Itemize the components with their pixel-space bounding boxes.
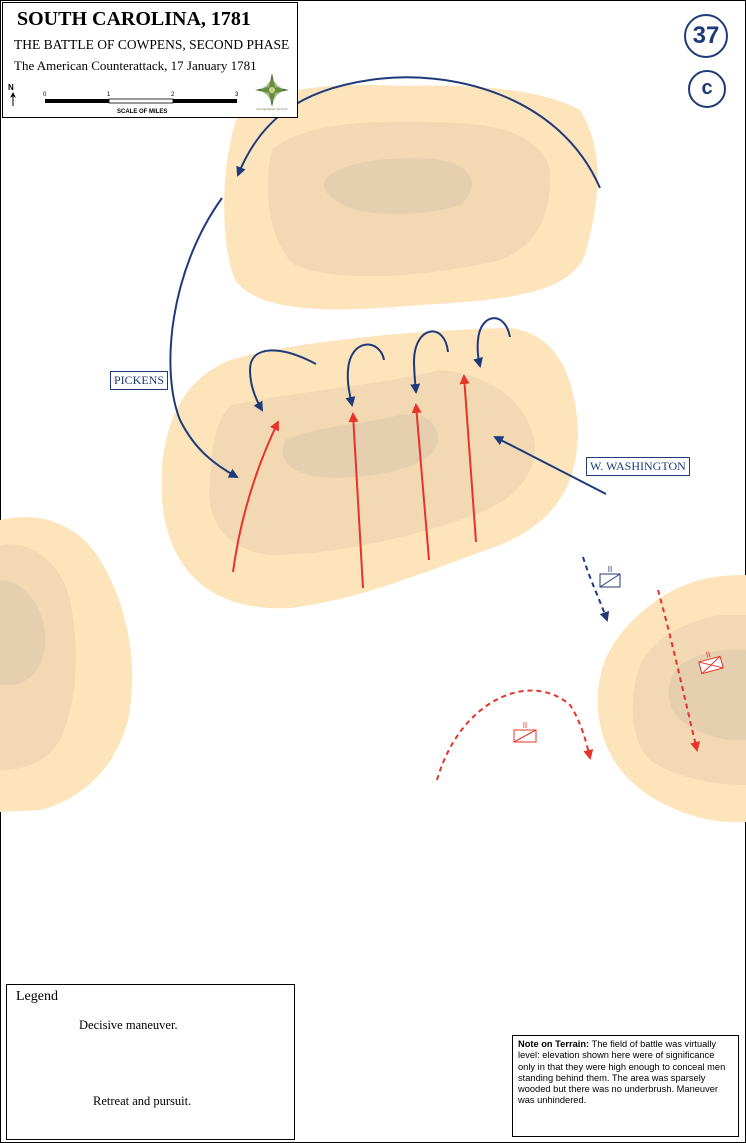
cavalry-sweep-arrow [236, 76, 601, 189]
legend-label-decisive: Decisive maneuver. [79, 1018, 178, 1032]
advance-arrow-1 [232, 420, 280, 573]
unit-symbol-blue: II [599, 565, 621, 588]
scale-tick-0: 0 [43, 92, 47, 98]
legend: Legend Decisive maneuver. Retreat and pu… [6, 984, 295, 1140]
hook-arrow-2 [345, 343, 385, 407]
north-hill [224, 84, 598, 310]
title-block: SOUTH CAROLINA, 1781 THE BATTLE OF COWPE… [2, 2, 298, 118]
advance-arrow-3 [411, 403, 430, 561]
legend-label-retreat: Retreat and pursuit. [93, 1094, 192, 1108]
map-title: SOUTH CAROLINA, 1781 [17, 8, 251, 30]
british-advance [232, 374, 477, 589]
retreat-pursuit [436, 556, 700, 781]
blue-pursuit-arrow [582, 556, 610, 622]
central-hill [161, 328, 578, 609]
west-hill [0, 516, 133, 812]
hook-arrow-4 [473, 317, 511, 368]
map-number-badge: 37 [684, 14, 728, 58]
unit-size-label: II [608, 565, 612, 574]
washington-attack-arrow [493, 436, 607, 495]
unit-size-label: II [705, 650, 712, 660]
scale-tick-2: 2 [171, 92, 175, 98]
advance-arrow-2 [348, 412, 364, 589]
washington-label: W. WASHINGTON [586, 457, 690, 476]
scale-tick-3: 3 [235, 92, 239, 98]
pickens-flank-arrow [169, 197, 239, 478]
map-subtitle: THE BATTLE OF COWPENS, SECOND PHASE [14, 37, 290, 52]
scale-label: SCALE OF MILES [117, 109, 168, 115]
map-letter-badge: c [688, 70, 726, 108]
note-heading: Note on Terrain: [518, 1039, 590, 1049]
map-caption: The American Counterattack, 17 January 1… [14, 58, 257, 73]
east-hill [597, 575, 746, 823]
legend-title: Legend [16, 989, 58, 1004]
advance-arrow-4 [459, 374, 477, 543]
red-retreat-arrow-arc [436, 689, 594, 781]
unit-size-label: II [523, 721, 527, 730]
scale-tick-1: 1 [107, 92, 111, 98]
unit-symbol-red-west: II [513, 721, 537, 743]
red-retreat-arrow-east [657, 589, 700, 752]
compass-rose-icon [255, 73, 289, 107]
hook-arrow-1 [248, 349, 317, 412]
hook-arrow-3 [410, 330, 449, 394]
scale-bar [45, 98, 237, 104]
note-text: The field of battle was virtually level:… [518, 1039, 726, 1106]
terrain-note: Note on Terrain: The field of battle was… [512, 1035, 739, 1137]
american-maneuvers [169, 76, 607, 495]
cartographer-credit: Cartographic Services [256, 107, 288, 111]
unit-symbol-red-east: II [698, 650, 724, 675]
pickens-label: PICKENS [110, 371, 169, 390]
north-label: N [8, 83, 14, 92]
north-arrow-icon: N [8, 83, 17, 106]
